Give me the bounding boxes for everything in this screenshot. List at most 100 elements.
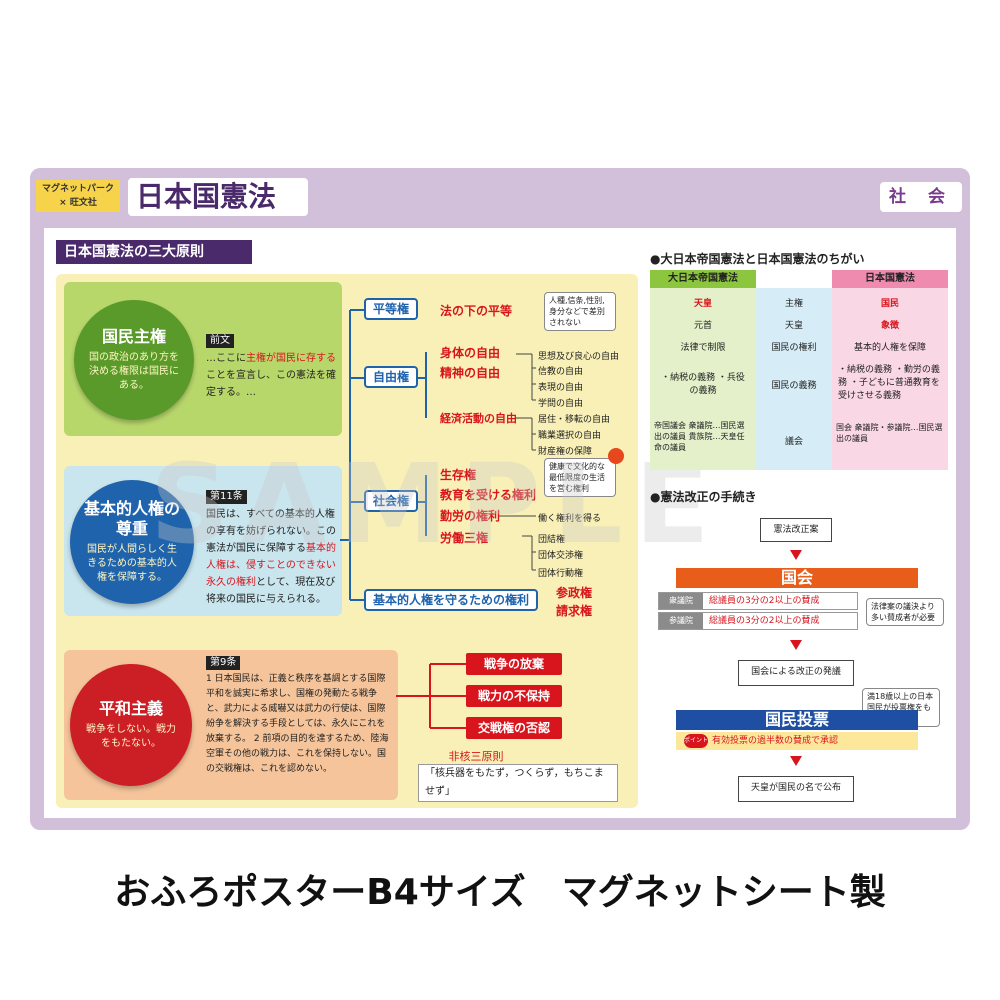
flow-arrow-1 [790,550,802,560]
amendment-promulgate: 天皇が国民の名で公布 [738,776,854,802]
meiji-diet: 帝国議会 衆議院…国民選出の議員 貴族院…天皇任命の議員 [654,421,745,452]
article9-text: 1 日本国民は、正義と秩序を基調とする国際平和を誠実に希求し、国権の発動たる戦争… [206,674,389,774]
current-duties: ・納税の義務 ・勤労の義務 ・子どもに普通教育を受けさせる義務 [838,365,940,401]
rights-title-2: 尊重 [115,519,148,538]
freedom-sub-property: 財産権の保障 [538,447,593,457]
flow-arrow-2 [790,640,802,650]
freedom-item-body: 身体の自由 [440,346,501,360]
section-title: 日本国憲法の三大原則 [56,240,252,264]
peace-item-no-forces: 戦力の不保持 [466,685,562,707]
freedom-item-economy: 経済活動の自由 [440,412,517,425]
diet-band: 国会 [676,568,918,588]
peace-tree-lines [396,663,466,729]
item-rights: 国民の権利 [771,343,817,353]
article11-text-2: として、現在及び将来の国民に与えられる。 [206,577,336,605]
rights-desc: 国民が人間らしく生きるための基本的人権を保障する。 [87,544,177,583]
comparison-col-item: 主権 天皇 国民の権利 国民の義務 議会 [756,270,832,470]
social-item-three-labor-rights: 労働三権 [440,531,489,545]
sample-watermark: SAMPLE [150,440,722,568]
preamble-text-red: 主権が国民に存する [246,353,336,364]
amendment-initiate: 国会による改正の発議 [738,660,854,686]
current-emperor: 象徴 [880,321,899,331]
meiji-sovereign: 天皇 [693,299,712,309]
vote-band: 国民投票 [676,710,918,730]
brand-line-2: × 旺文社 [59,198,97,208]
sovereignty-circle: 国民主権 国の政治のあり方を決める権限は国民にある。 [74,300,194,420]
item-sovereign: 主権 [784,299,803,309]
labor-sub-bargaining: 団体交渉権 [538,551,584,561]
preamble-text-1: …ここに [206,353,246,364]
lower-house-tag: 衆議院 [659,593,703,609]
social-item-labor: 勤労の権利 [440,509,501,523]
lower-house-requirement: 総議員の3分の2以上の賛成 [709,596,820,606]
rights-tree-lines [340,309,536,601]
meiji-emperor: 元首 [693,321,712,331]
equality-branch: 平等権 [364,298,418,320]
comparison-table: 大日本帝国憲法 天皇 元首 法律で制限 ・納税の義務 ・兵役の義務 帝国議会 衆… [650,270,948,470]
equality-item: 法の下の平等 [440,304,513,318]
comparison-heading: ●大日本帝国憲法と日本国憲法のちがい [650,252,865,266]
peace-title: 平和主義 [98,699,163,718]
protect-branch: 基本的人権を守るための権利 [364,589,538,611]
current-sovereign: 国民 [880,299,899,309]
sovereignty-title: 国民主権 [101,327,166,346]
freedom-sub-religion: 信教の自由 [538,367,584,377]
peace-item-renounce-war: 戦争の放棄 [466,653,562,675]
rights-circle: 基本的人権の 尊重 国民が人間らしく生きるための基本的人権を保障する。 [70,480,194,604]
upper-house-tag: 参議院 [659,613,703,629]
amendment-heading: ●憲法改正の手続き [650,490,757,504]
social-item-life: 生存権 [440,468,477,482]
brand-logo: マグネットパーク × 旺文社 [36,180,120,212]
flow-arrow-3 [790,756,802,766]
freedom-branch: 自由権 [364,366,418,388]
amendment-proposal: 憲法改正案 [760,518,832,542]
comparison-col-current: 日本国憲法 国民 象徴 基本的人権を保障 ・納税の義務 ・勤労の義務 ・子どもに… [832,270,948,470]
social-branch: 社会権 [364,490,418,512]
meiji-duties: ・納税の義務 ・兵役の義務 [661,373,745,396]
social-note: 健康で文化的な最低限度の生活を営む権利 [544,458,616,497]
point-badge: ポイント [684,734,708,748]
product-caption: おふろポスターB4サイズ マグネットシート製 [114,872,886,913]
brand-line-1: マグネットパーク [41,184,114,194]
item-duties: 国民の義務 [771,381,817,391]
freedom-item-mind: 精神の自由 [440,366,501,380]
peace-item-no-belligerency: 交戦権の否認 [466,717,562,739]
labor-sub-work: 働く権利を得る [538,514,602,524]
peace-circle: 平和主義 戦争をしない。戦力をもたない。 [70,664,192,786]
comparison-head-meiji: 大日本帝国憲法 [650,270,756,288]
equality-note: 人種,信条,性別,身分などで差別されない [544,292,616,331]
upper-house-requirement: 総議員の3分の2以上の賛成 [709,616,820,626]
item-diet: 議会 [784,437,803,447]
current-diet: 国会 衆議院・参議院…国民選出の議員 [836,423,943,443]
labor-sub-association: 団結権 [538,535,566,545]
freedom-sub-thought: 思想及び良心の自由 [538,352,620,362]
subject-label: 社 会 [880,182,962,212]
preamble-label: 前文 [206,334,234,348]
amendment-note: 法律案の議決より多い賛成者が必要 [866,598,944,626]
preamble-text: …ここに主権が国民に存することを宣言し、この憲法を確定する。… [206,350,338,401]
vote-requirement: 有効投票の過半数の賛成で承認 [712,736,839,746]
peace-desc: 戦争をしない。戦力をもたない。 [86,724,176,749]
social-item-education: 教育を受ける権利 [440,488,537,502]
freedom-sub-residence: 居住・移転の自由 [538,415,611,425]
article9-label: 第9条 [206,656,241,670]
poster-title: 日本国憲法 [128,178,308,216]
meiji-rights: 法律で制限 [680,343,726,353]
lower-house-row: 衆議院 総議員の3分の2以上の賛成 [658,592,858,610]
freedom-sub-expression: 表現の自由 [538,383,584,393]
preamble-text-2: ことを宣言し、この憲法を確定する。… [206,370,336,398]
nuclear-text: 「核兵器をもたず，つくらず，もちこませず」 [418,764,618,802]
freedom-sub-academic: 学問の自由 [538,399,584,409]
article11-text-1: 国民は、すべての基本的人権の享有を妨げられない。この憲法が国民に保障する [206,509,336,554]
comparison-head-current: 日本国憲法 [832,270,948,288]
protect-item-suffrage: 参政権 [556,586,593,600]
freedom-sub-occupation: 職業選択の自由 [538,431,602,441]
sovereignty-desc: 国の政治のあり方を決める権限は国民にある。 [89,352,179,391]
article11-label: 第11条 [206,490,247,504]
point-badge-icon [608,448,624,464]
nuclear-label: 非核三原則 [448,750,504,763]
vote-requirement-row: 有効投票の過半数の賛成で承認 [676,732,918,750]
current-rights: 基本的人権を保障 [853,343,926,353]
item-emperor: 天皇 [784,321,803,331]
labor-sub-action: 団体行動権 [538,569,584,579]
